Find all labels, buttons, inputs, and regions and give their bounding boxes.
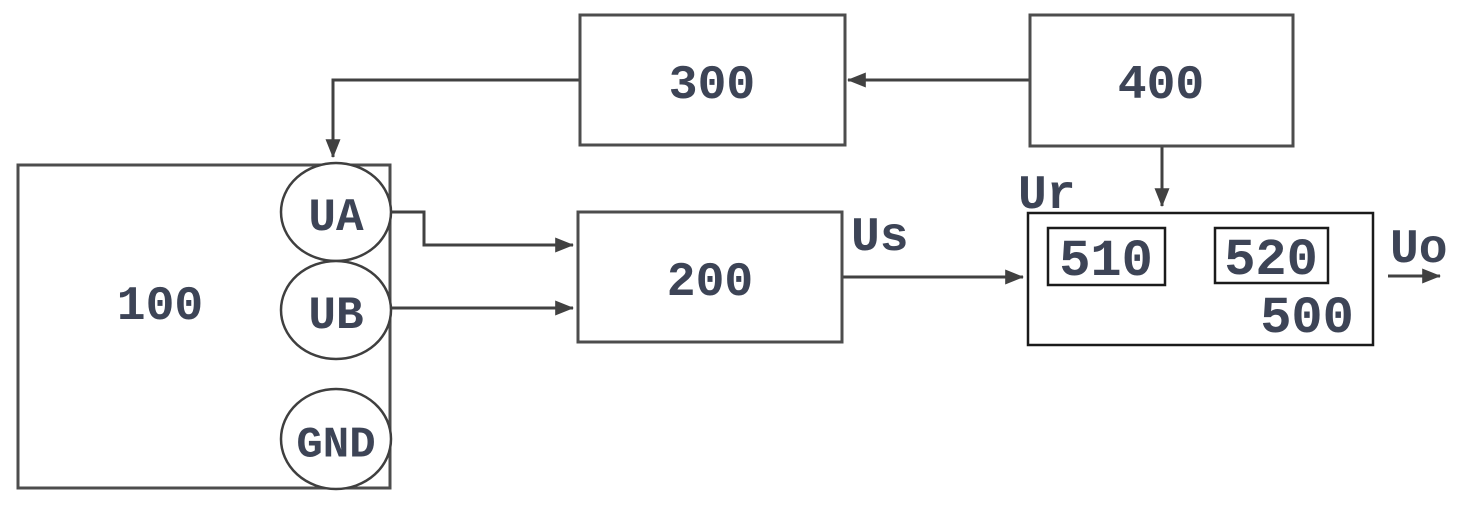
block-500-label: 500 [1260, 289, 1354, 348]
block-520-label: 520 [1224, 231, 1318, 290]
block-510 [1046, 226, 1167, 287]
block-300-label: 300 [669, 59, 755, 113]
block-510-label: 510 [1059, 232, 1153, 291]
block-400 [1028, 13, 1295, 148]
port-ua-label: UA [308, 192, 364, 244]
block-520 [1213, 226, 1330, 285]
signal-ur-label: Ur [1018, 169, 1076, 223]
wire-ua-to-200 [388, 210, 574, 253]
block-200-label: 200 [667, 256, 753, 310]
port-ub-circle [279, 259, 393, 361]
block-300 [578, 13, 847, 147]
block-400-label: 400 [1118, 59, 1204, 113]
block-200 [576, 210, 844, 344]
port-gnd-label: GND [296, 420, 375, 470]
port-gnd-circle [279, 387, 393, 491]
block-100-label: 100 [117, 280, 203, 334]
signal-us-label: Us [851, 211, 909, 265]
signal-uo-label: Uo [1390, 223, 1448, 277]
wire-300-to-ua [325, 78, 580, 158]
port-ub-label: UB [308, 290, 363, 342]
